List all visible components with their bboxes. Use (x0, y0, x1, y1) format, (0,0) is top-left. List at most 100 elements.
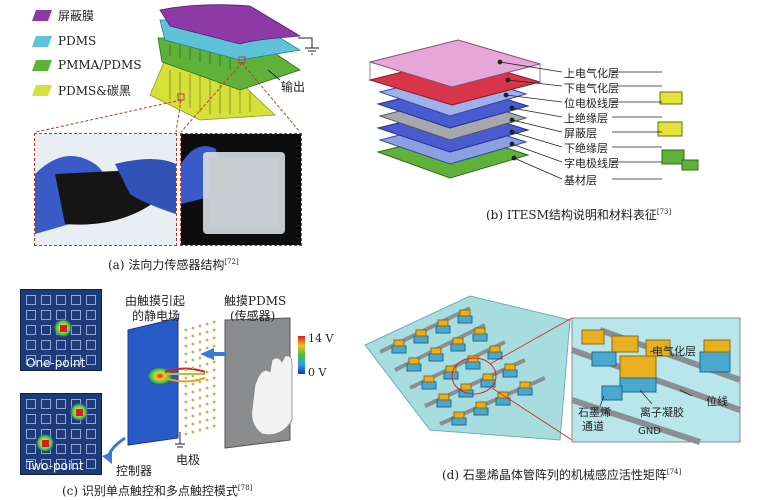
scale-min-label: 0 V (308, 366, 327, 379)
electrified-block (504, 363, 516, 371)
one-point-grid (20, 289, 102, 371)
ion-gel-block (502, 369, 518, 378)
ion-gel-block (450, 343, 466, 352)
sensor-cell (41, 459, 51, 469)
electrode-dot (184, 352, 188, 356)
electrode-dot (191, 334, 195, 338)
electrode-dot (191, 398, 195, 402)
electrode-dot (184, 328, 188, 332)
electrode-dot (198, 404, 202, 408)
ion-gel-block (465, 361, 481, 370)
electrode-dot (212, 376, 216, 380)
electrode-dot (191, 390, 195, 394)
electrode-dot (191, 382, 195, 386)
electrified-block (459, 309, 471, 317)
ion-gel-block (428, 353, 444, 362)
electrode-dot (205, 410, 209, 414)
layer-label-substrate: 基材层 (564, 174, 597, 187)
electrode-dot (184, 384, 188, 388)
electrode-dot (198, 388, 202, 392)
electrode-dot (184, 432, 188, 436)
sensor-cell (86, 340, 96, 350)
electrode-dot (184, 336, 188, 340)
electrode-dot (212, 392, 216, 396)
electrode-dot (191, 326, 195, 330)
electrified-block (437, 319, 449, 327)
electrified-block (430, 347, 442, 355)
sensor-cell (41, 325, 51, 335)
sensor-cell (86, 429, 96, 439)
panel-b-caption: (b) ITESM结构说明和材料表征[73] (486, 208, 672, 222)
legend-label: 屏蔽膜 (58, 8, 95, 23)
sensor-cell (41, 340, 51, 350)
sensor-cell (26, 310, 36, 320)
electrified-layer-label: 电气化层 (652, 345, 696, 358)
ion-gel-block (487, 351, 503, 360)
sensor-cell (26, 444, 36, 454)
ion-gel-block (435, 325, 451, 334)
electrode-dot (184, 360, 188, 364)
electrode-dot (212, 360, 216, 364)
ion-gel-block (443, 371, 459, 380)
electrode-dot (205, 418, 209, 422)
legend-item-pdms: PDMS (31, 34, 97, 48)
electrode-dot (198, 348, 202, 352)
scale-max-label: 14 V (308, 332, 334, 345)
electrode-dot (205, 426, 209, 430)
sensor-cell (56, 429, 66, 439)
sensor-cell (56, 444, 66, 454)
electrified-block (467, 355, 479, 363)
sensor-cell (41, 399, 51, 409)
sensor-cell (71, 295, 81, 305)
layer-label-word-electrode: 字电极线层 (564, 157, 619, 170)
electrode-dot (184, 344, 188, 348)
panel-d-caption: (d) 石墨烯晶体管阵列的机械感应活性矩阵[74] (442, 468, 682, 482)
electrified-block (460, 383, 472, 391)
sensor-cell (71, 340, 81, 350)
electrode-dot (205, 330, 209, 334)
electrode-label: 电极 (176, 453, 201, 467)
electrode-dot (205, 402, 209, 406)
layer-label-shield: 屏蔽层 (564, 127, 597, 140)
sensor-cell (86, 355, 96, 365)
electrode-dot (184, 400, 188, 404)
electrode-dot (198, 420, 202, 424)
electrode-dot (184, 408, 188, 412)
sensor-cell (26, 340, 36, 350)
sensor-cell (26, 295, 36, 305)
field-label-line2: 的静电场 (132, 309, 181, 323)
legend-label: PDMS (58, 34, 97, 48)
ion-gel-block (391, 345, 407, 354)
sensor-cell (26, 459, 36, 469)
electrode-dot (212, 328, 216, 332)
ion-gel-block (517, 387, 533, 396)
output-label: 输出 (281, 80, 306, 94)
photo-transparent-sensor (180, 133, 302, 246)
two-point-grid (20, 393, 102, 475)
panel-c-caption: (c) 识别单点触控和多点触控模式[78] (62, 484, 253, 498)
electrode-dot (205, 386, 209, 390)
electrode-dot (191, 406, 195, 410)
electrode-dot (198, 412, 202, 416)
sensor-cell (86, 325, 96, 335)
electrode-dot (198, 332, 202, 336)
ion-gel-label: 离子凝胶 (640, 406, 684, 419)
electrode-dot (184, 424, 188, 428)
electrode-dot (191, 374, 195, 378)
electrode-dot (212, 336, 216, 340)
touch-label-line2: (传感器) (230, 309, 276, 323)
panel-a-caption: (a) 法向力传感器结构[72] (108, 258, 239, 272)
electrode-dot (191, 358, 195, 362)
sensor-cell (86, 399, 96, 409)
sensor-cell (56, 459, 66, 469)
electrode-dot (184, 376, 188, 380)
electrified-block (438, 393, 450, 401)
legend-item-shield: 屏蔽膜 (31, 8, 95, 23)
electrode-dot (198, 340, 202, 344)
bit-line-label: 位线 (706, 395, 728, 408)
electrified-block (475, 401, 487, 409)
electrode-dot (198, 380, 202, 384)
electrode-dot (212, 384, 216, 388)
electrified-block (445, 365, 457, 373)
